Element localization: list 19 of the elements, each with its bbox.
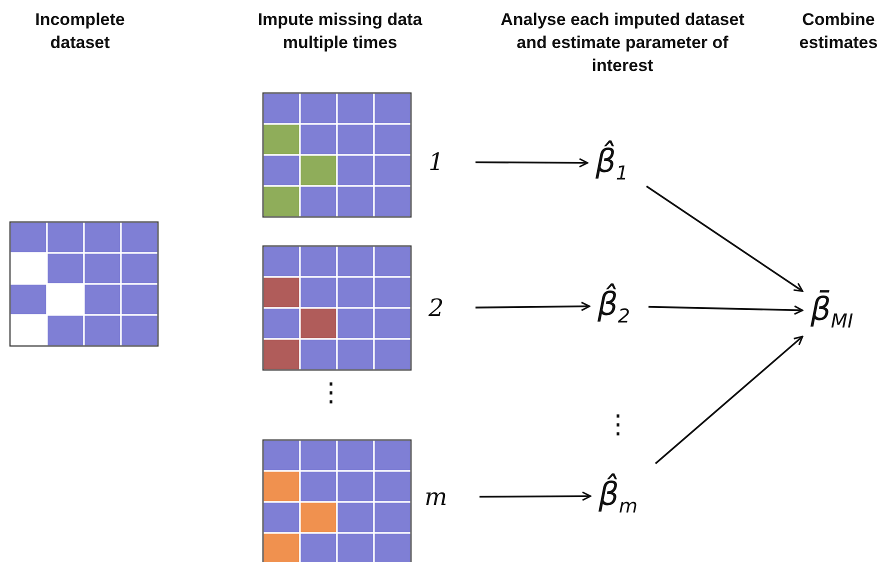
column-heading: Incomplete dataset [34,9,126,54]
column-heading: Impute missing data multiple times [256,9,424,54]
imputation-number: m [424,483,448,511]
column-heading: Analyse each imputed dataset and estimate parameter of interest [500,9,745,77]
arrow [476,158,588,168]
estimate-symbol: β̂$_{2}$ [598,285,630,323]
estimate-symbol: β̂$_{1}$ [596,142,628,180]
arrow [646,185,804,292]
arrow [648,305,804,315]
imputation-number: 2 [428,294,444,322]
arrow [480,491,592,501]
arrow [654,336,804,464]
imputation-number: 1 [428,148,444,176]
arrow [476,302,590,312]
ellipsis-dots: ⋮ [605,410,625,440]
estimate-symbol: β̂$_{m}$ [598,475,638,513]
column-heading: Combine estimates [798,9,879,54]
combined-estimate-symbol: β̄$_{MI}$ [810,290,854,328]
ellipsis-dots: ⋮ [318,378,338,408]
